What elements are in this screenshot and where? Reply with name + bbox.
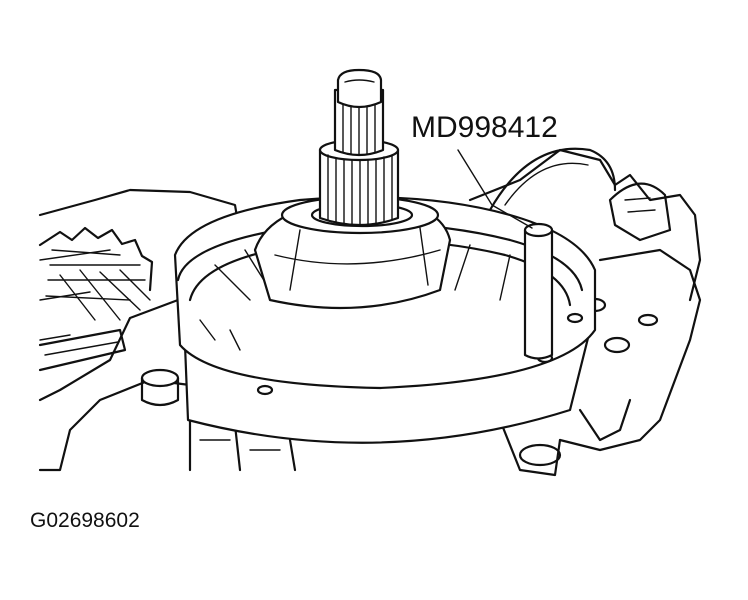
case-bolt-icon: [140, 368, 180, 407]
drive-gear-icon: [38, 226, 154, 321]
figure-id-label: G02698602: [30, 509, 140, 532]
guide-pin-tool: [523, 222, 554, 360]
transmission-case: [38, 147, 702, 477]
leader-line: [457, 149, 533, 229]
tool-part-number-label: MD998412: [411, 111, 558, 144]
input-shaft: [318, 68, 400, 227]
